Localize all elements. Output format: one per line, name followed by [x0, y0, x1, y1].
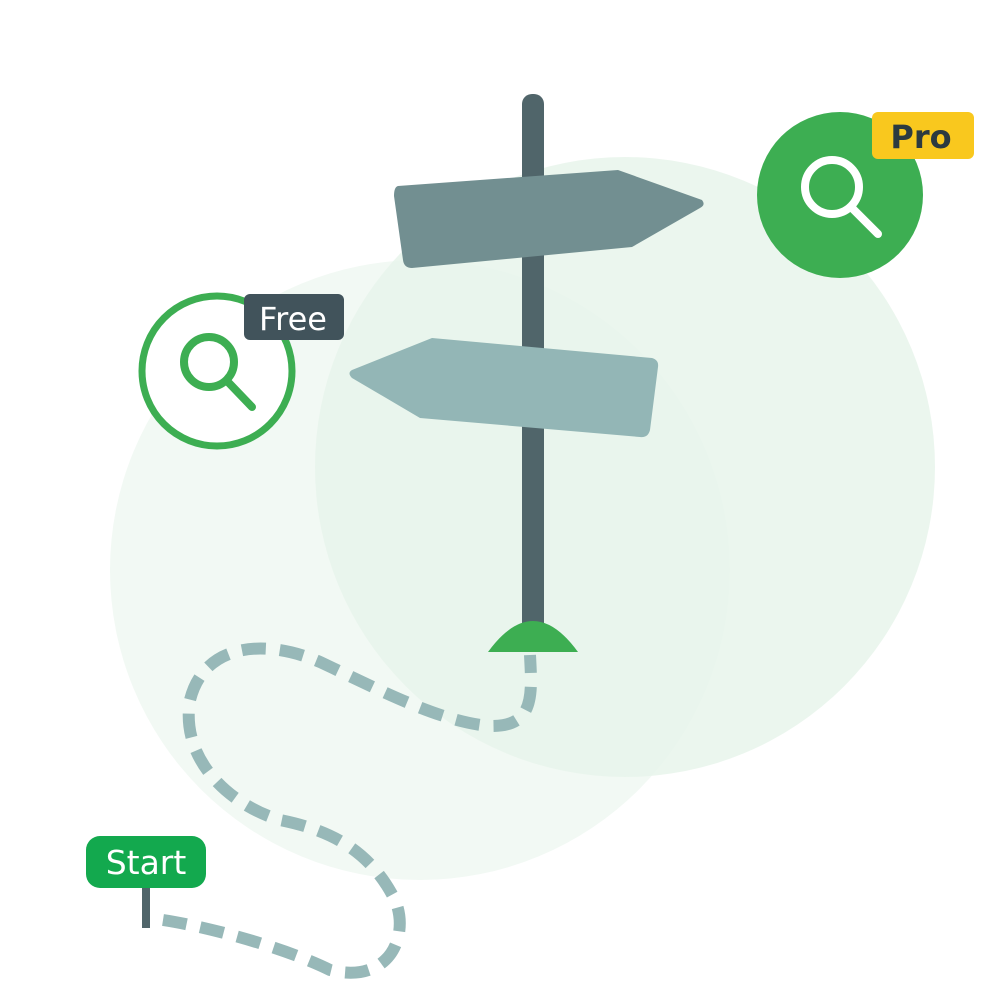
background-circle-right [315, 157, 935, 777]
search-icon [180, 333, 256, 411]
start-badge [86, 836, 206, 888]
start-badge-label: Start [106, 843, 187, 882]
signpost-bottom-arrow [349, 338, 659, 438]
search-icon [801, 156, 882, 238]
signpost-top-arrow [394, 170, 704, 268]
start-marker-stake [142, 880, 150, 928]
pro-badge-label: Pro [890, 118, 951, 156]
signpost-base [488, 621, 578, 652]
free-badge: Free [244, 294, 344, 340]
free-badge-label: Free [259, 300, 327, 338]
pro-badge: Pro [872, 112, 974, 159]
start-marker: Start [86, 836, 206, 928]
